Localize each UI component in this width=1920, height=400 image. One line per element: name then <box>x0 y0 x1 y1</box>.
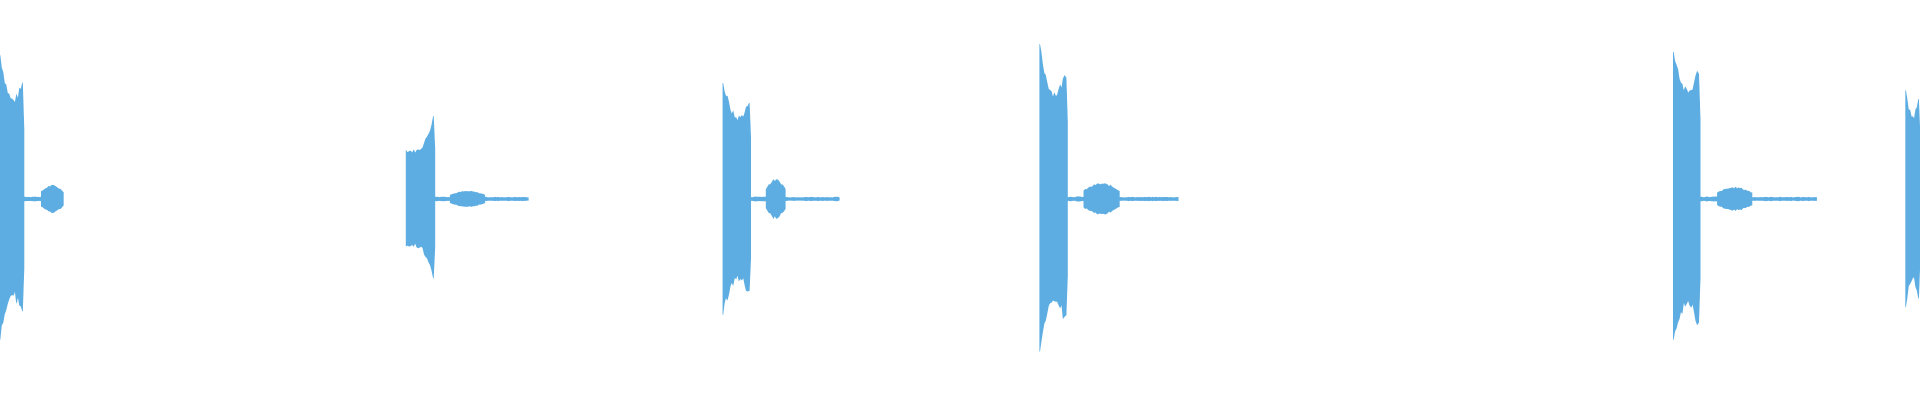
waveform-tail-8 <box>750 196 767 202</box>
waveform-tail-12 <box>1066 196 1085 202</box>
waveform-burst-19 <box>1905 90 1920 308</box>
waveform-burst-0 <box>0 55 25 340</box>
waveform-tail-4 <box>434 196 451 202</box>
waveform-tail-14 <box>1118 196 1179 202</box>
waveform-blob-2 <box>41 184 64 214</box>
waveform-tail-6 <box>484 196 529 202</box>
waveform-blob-17 <box>1717 186 1753 211</box>
waveform-burst-3 <box>405 116 436 279</box>
waveform-tail-1 <box>23 196 42 202</box>
waveform-burst-11 <box>1039 44 1068 352</box>
waveform-burst-7 <box>722 82 751 315</box>
waveform-blob-13 <box>1083 183 1120 215</box>
waveform-blob-9 <box>765 179 786 219</box>
waveform-burst-15 <box>1673 51 1701 340</box>
waveform-tail-10 <box>784 196 840 202</box>
waveform-tail-16 <box>1699 196 1718 202</box>
waveform-blob-5 <box>449 190 486 207</box>
waveform-tail-18 <box>1751 196 1817 202</box>
